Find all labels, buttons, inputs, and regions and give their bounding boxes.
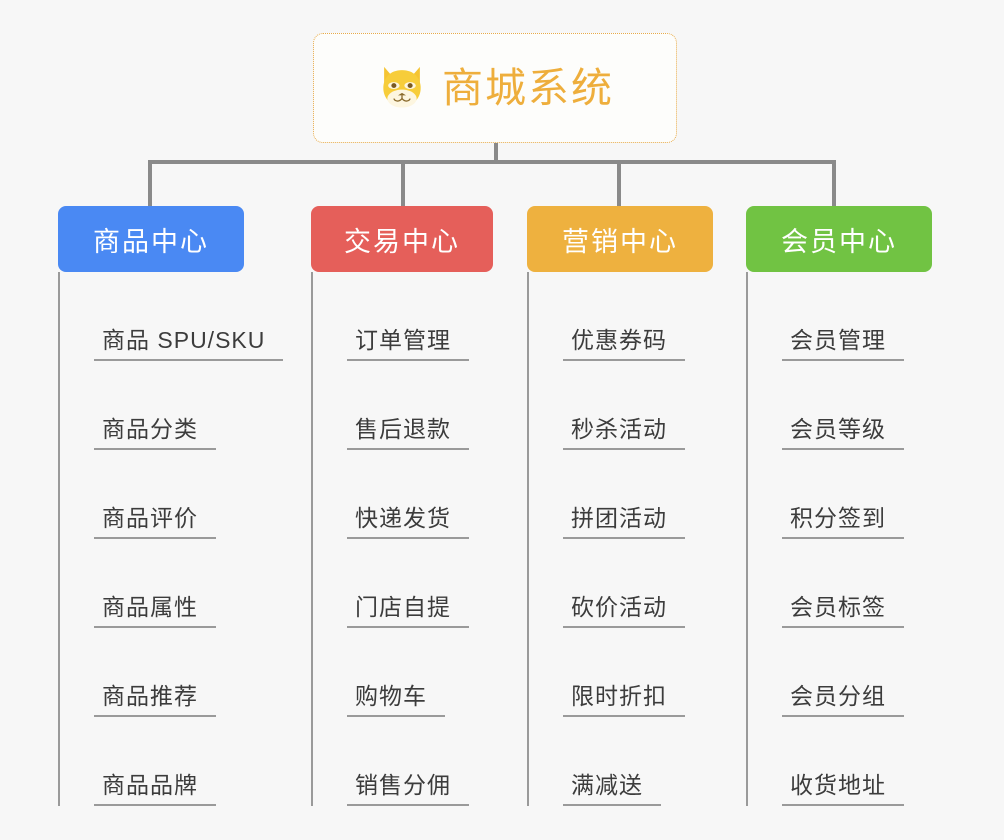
connector-horizontal-bus: [148, 160, 836, 164]
leaf-item[interactable]: 快递发货: [315, 450, 493, 539]
branch-marketing-center: 营销中心 优惠券码 秒杀活动 拼团活动 砍价活动 限时折扣 满减送: [527, 206, 713, 806]
branch-body-1: 商品 SPU/SKU 商品分类 商品评价 商品属性 商品推荐 商品品牌: [58, 272, 284, 806]
branch-header-label-2: 交易中心: [344, 226, 460, 257]
leaf-label: 快递发货: [355, 504, 451, 531]
leaf-item[interactable]: 购物车: [315, 628, 493, 717]
leaf-item[interactable]: 会员管理: [750, 272, 932, 361]
connector-drop-branch-2: [401, 160, 405, 206]
leaf-label: 秒杀活动: [571, 415, 667, 442]
leaf-label: 会员分组: [790, 682, 886, 709]
connector-drop-branch-4: [832, 160, 836, 206]
leaf-label: 限时折扣: [571, 682, 667, 709]
leaf-label: 会员管理: [790, 326, 886, 353]
branch-body-3: 优惠券码 秒杀活动 拼团活动 砍价活动 限时折扣 满减送: [527, 272, 713, 806]
branch-header-4[interactable]: 会员中心: [746, 206, 932, 272]
branch-trade-center: 交易中心 订单管理 售后退款 快递发货 门店自提 购物车 销售分佣: [311, 206, 493, 806]
leaf-label: 商品推荐: [102, 682, 198, 709]
leaf-label: 会员等级: [790, 415, 886, 442]
branch-member-center: 会员中心 会员管理 会员等级 积分签到 会员标签 会员分组 收货地址: [746, 206, 932, 806]
leaf-item[interactable]: 优惠券码: [531, 272, 713, 361]
leaf-label: 商品分类: [102, 415, 198, 442]
leaf-label: 门店自提: [355, 593, 451, 620]
leaf-label: 订单管理: [355, 326, 451, 353]
leaf-item[interactable]: 订单管理: [315, 272, 493, 361]
leaf-label: 优惠券码: [571, 326, 667, 353]
leaf-label: 购物车: [355, 682, 427, 709]
root-title: 商城系统: [442, 64, 614, 111]
leaf-item[interactable]: 积分签到: [750, 450, 932, 539]
connector-drop-branch-3: [617, 160, 621, 206]
leaf-item[interactable]: 满减送: [531, 717, 713, 806]
leaf-item[interactable]: 砍价活动: [531, 539, 713, 628]
leaf-item[interactable]: 商品推荐: [62, 628, 244, 717]
leaf-item[interactable]: 会员等级: [750, 361, 932, 450]
leaf-item[interactable]: 商品 SPU/SKU: [62, 272, 284, 361]
leaf-label: 销售分佣: [355, 771, 451, 798]
leaf-label: 满减送: [571, 771, 643, 798]
connector-root-stem: [494, 143, 498, 163]
root-node[interactable]: 商城系统: [313, 33, 677, 143]
leaf-item[interactable]: 拼团活动: [531, 450, 713, 539]
leaf-label: 商品属性: [102, 593, 198, 620]
branch-body-2: 订单管理 售后退款 快递发货 门店自提 购物车 销售分佣: [311, 272, 493, 806]
leaf-item[interactable]: 商品分类: [62, 361, 244, 450]
branch-header-label-1: 商品中心: [93, 226, 209, 257]
leaf-item[interactable]: 会员标签: [750, 539, 932, 628]
leaf-label: 积分签到: [790, 504, 886, 531]
leaf-label: 拼团活动: [571, 504, 667, 531]
branch-header-label-4: 会员中心: [781, 226, 897, 257]
leaf-label: 会员标签: [790, 593, 886, 620]
leaf-label: 售后退款: [355, 415, 451, 442]
shiba-dog-face-icon: [383, 66, 421, 108]
leaf-item[interactable]: 商品评价: [62, 450, 244, 539]
connector-drop-branch-1: [148, 160, 152, 206]
leaf-item[interactable]: 秒杀活动: [531, 361, 713, 450]
branch-header-3[interactable]: 营销中心: [527, 206, 713, 272]
leaf-label: 商品品牌: [102, 771, 198, 798]
branch-header-2[interactable]: 交易中心: [311, 206, 493, 272]
leaf-label: 商品 SPU/SKU: [102, 326, 266, 353]
leaf-item[interactable]: 收货地址: [750, 717, 932, 806]
leaf-item[interactable]: 限时折扣: [531, 628, 713, 717]
branch-body-4: 会员管理 会员等级 积分签到 会员标签 会员分组 收货地址: [746, 272, 932, 806]
leaf-item[interactable]: 售后退款: [315, 361, 493, 450]
branch-product-center: 商品中心 商品 SPU/SKU 商品分类 商品评价 商品属性 商品推荐 商品品牌: [58, 206, 284, 806]
leaf-item[interactable]: 销售分佣: [315, 717, 493, 806]
leaf-item[interactable]: 商品属性: [62, 539, 244, 628]
branch-header-label-3: 营销中心: [562, 226, 678, 257]
leaf-label: 商品评价: [102, 504, 198, 531]
branch-header-1[interactable]: 商品中心: [58, 206, 244, 272]
leaf-label: 砍价活动: [571, 593, 667, 620]
leaf-label: 收货地址: [790, 771, 886, 798]
leaf-item[interactable]: 商品品牌: [62, 717, 244, 806]
leaf-item[interactable]: 会员分组: [750, 628, 932, 717]
leaf-item[interactable]: 门店自提: [315, 539, 493, 628]
